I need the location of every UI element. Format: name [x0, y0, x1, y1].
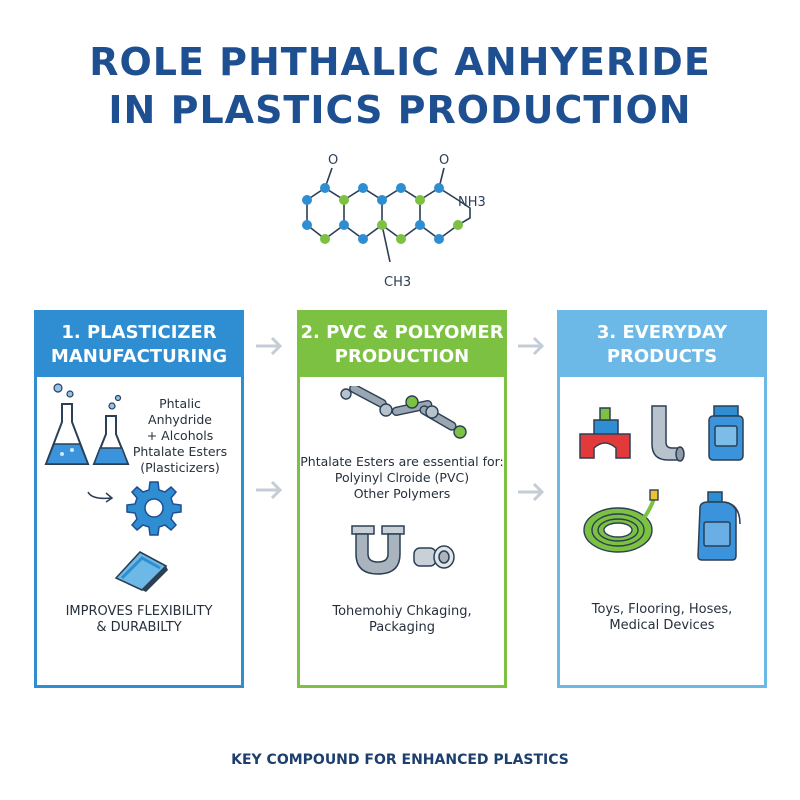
flow-arrow-icon: [256, 336, 283, 356]
plastic-bottle-icon: [697, 491, 741, 561]
flow-arrow-icon: [518, 336, 545, 356]
flow-arrow-icon: [256, 480, 283, 500]
column-2-caption: Tohemohiy Chkaging, Packaging: [300, 604, 504, 636]
description-line: Other Polymers: [353, 486, 451, 501]
atom-node: [320, 183, 330, 193]
column-2-header: 2. PVC & POLYOMER PRODUCTION: [300, 313, 504, 377]
atom-node: [358, 234, 368, 244]
column-pvc-production: 2. PVC & POLYOMER PRODUCTION: [297, 310, 507, 688]
atom-node: [415, 220, 425, 230]
caption-line: Tohemohiy Chkaging,: [332, 604, 472, 619]
column-1-reaction-text: Phtalic Anhydride + Alcohols Phtalate Es…: [128, 396, 232, 476]
atom-node: [377, 220, 387, 230]
flow-arrow-icon: [518, 482, 545, 502]
gear-icon: [126, 481, 182, 536]
caption-line: Medical Devices: [609, 618, 715, 633]
atom-node: [396, 234, 406, 244]
polymer-chain-icon: [340, 386, 467, 439]
column-3-title-line-2: PRODUCTS: [606, 346, 718, 367]
column-3-caption: Toys, Flooring, Hoses, Medical Devices: [562, 602, 762, 634]
reaction-line: Phtalic Anhydride: [148, 396, 212, 427]
atom-node: [415, 195, 425, 205]
column-everyday-products: 3. EVERYDAY PRODUCTS: [557, 310, 767, 688]
arrow-right-icon: [87, 491, 114, 503]
container-jar-icon: [708, 405, 744, 461]
atom-node: [434, 234, 444, 244]
column-1-header: 1. PLASTICIZER MANUFACTURING: [37, 313, 241, 377]
pvc-pipe-fittings-icon: [351, 525, 455, 575]
atom-node: [453, 220, 463, 230]
atom-node: [434, 183, 444, 193]
column-1-caption: IMPROVES FLEXIBILITY & DURABILTY: [40, 604, 238, 636]
caption-line: IMPROVES FLEXIBILITY: [65, 604, 213, 619]
reaction-line: + Alcohols: [146, 428, 214, 443]
atom-node: [320, 234, 330, 244]
atom-node: [358, 183, 368, 193]
atom-node: [339, 195, 349, 205]
garden-hose-icon: [583, 489, 659, 553]
reaction-line: Phtalate Esters: [132, 444, 228, 459]
description-line: Polyinyl Clroide (PVC): [334, 470, 470, 485]
description-line: Phtalate Esters are essential for:: [300, 454, 504, 469]
caption-line: Packaging: [369, 620, 435, 635]
title-line-1: ROLE PHTHALIC ANHYERIDE: [89, 40, 711, 84]
atom-node: [377, 195, 387, 205]
column-2-title-line-1: 2. PVC & POLYOMER: [300, 322, 504, 343]
column-2-description: Phtalate Esters are essential for: Polyi…: [300, 454, 504, 502]
oxygen-label-left: O: [328, 153, 338, 168]
title-line-2: IN PLASTICS PRODUCTION: [108, 88, 692, 132]
molecule-diagram: O O NH3 CH3: [302, 153, 486, 290]
oxygen-label-right: O: [439, 153, 449, 168]
column-1-title-line-2: MANUFACTURING: [50, 346, 228, 367]
atom-node: [302, 195, 312, 205]
toy-blocks-icon: [579, 407, 631, 459]
column-3-title-line-1: 3. EVERYDAY: [596, 322, 728, 343]
atom-node: [339, 220, 349, 230]
ch3-label: CH3: [384, 275, 411, 290]
flexible-sheet-icon: [114, 551, 168, 592]
reaction-line: (Plasticizers): [140, 460, 220, 475]
column-1-title-line-1: 1. PLASTICIZER: [61, 322, 217, 343]
lab-flasks-icon: [44, 383, 130, 465]
footer-tagline: KEY COMPOUND FOR ENHANCED PLASTICS: [231, 752, 569, 768]
atom-node: [302, 220, 312, 230]
atom-node: [396, 183, 406, 193]
pipe-elbow-icon: [651, 405, 685, 462]
column-2-title-line-2: PRODUCTION: [334, 346, 470, 367]
caption-line: Toys, Flooring, Hoses,: [591, 602, 733, 617]
caption-line: & DURABILTY: [96, 620, 182, 635]
column-3-header: 3. EVERYDAY PRODUCTS: [560, 313, 764, 377]
nh3-label: NH3: [458, 195, 486, 210]
